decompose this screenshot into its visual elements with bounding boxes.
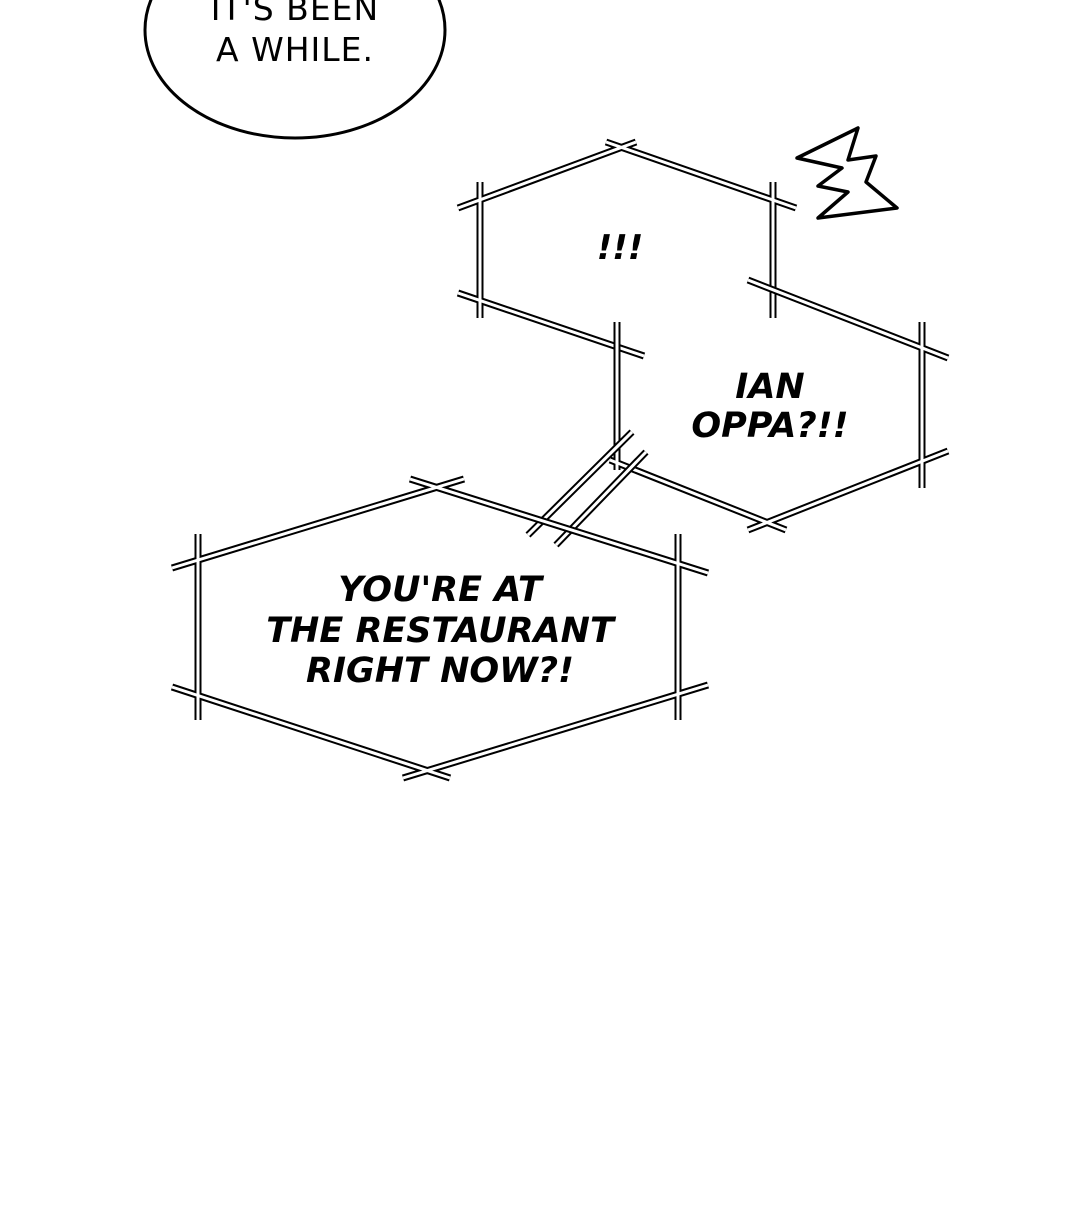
shout-line: THE RESTAURANT (266, 610, 614, 651)
shout-bubble-ian-text: IAN OPPA?!! (660, 367, 880, 447)
speech-bubble (143, 0, 447, 140)
shout-line: RIGHT NOW?! (306, 651, 574, 692)
speech-bubble-text: IT'S BEEN A WHILE. (160, 0, 430, 71)
shout-bubble-gasp-text: !!! (545, 228, 695, 268)
shout-bubble-gasp-frame (456, 138, 798, 360)
shout-bubble-restaurant-text: YOU'RE AT THE RESTAURANT RIGHT NOW?! (230, 570, 650, 692)
speech-line: IT'S BEEN (210, 0, 380, 28)
shout-line: OPPA?!! (691, 406, 849, 447)
speech-line: A WHILE. (216, 30, 374, 70)
shock-effect-mark (795, 126, 899, 220)
shout-line: !!! (596, 228, 644, 268)
shout-bubble-restaurant-frame (170, 475, 710, 782)
bubble-connector (525, 429, 649, 548)
shout-line: YOU'RE AT (338, 570, 542, 610)
shout-line: IAN (735, 367, 805, 407)
